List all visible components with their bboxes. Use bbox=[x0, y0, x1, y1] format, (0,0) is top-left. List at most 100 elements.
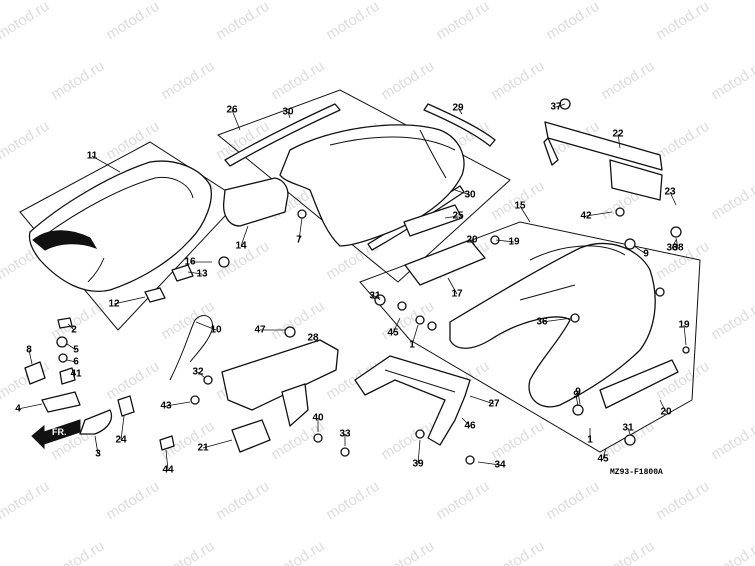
watermark-text: motod.ru bbox=[158, 538, 217, 566]
watermark-text: motod.ru bbox=[708, 178, 755, 224]
watermark-text: motod.ru bbox=[653, 0, 712, 43]
callout-leader bbox=[454, 189, 471, 196]
callout-number: 38 bbox=[666, 243, 678, 254]
callout-number: 16 bbox=[184, 257, 196, 268]
callout-number: 29 bbox=[452, 103, 464, 114]
license-stay-part bbox=[354, 355, 471, 446]
watermark-text: motod.ru bbox=[378, 418, 437, 464]
battery-tray-part bbox=[221, 339, 339, 453]
callout-leader bbox=[617, 133, 621, 149]
callout-leader bbox=[120, 415, 125, 441]
callout-leader bbox=[469, 395, 495, 405]
callout-leader bbox=[555, 103, 566, 108]
callout-number: 10 bbox=[210, 325, 222, 336]
callout-leader bbox=[633, 245, 647, 255]
fasteners bbox=[190, 98, 690, 465]
watermark-text: motod.ru bbox=[0, 358, 52, 404]
callout-leader bbox=[66, 343, 77, 351]
callout-number: 3 bbox=[95, 449, 101, 460]
watermark-text: motod.ru bbox=[48, 58, 107, 104]
callout-leader bbox=[17, 403, 43, 410]
left-hardware bbox=[24, 317, 175, 451]
rubber-pads bbox=[144, 256, 230, 303]
watermark-text: motod.ru bbox=[378, 58, 437, 104]
callout-leader bbox=[675, 237, 679, 249]
callout-number: 42 bbox=[580, 211, 592, 222]
callout-leader bbox=[202, 439, 233, 449]
callout-number: 14 bbox=[235, 241, 247, 252]
callout-leader bbox=[411, 324, 419, 346]
callout-number: 31 bbox=[369, 291, 381, 302]
callout-number: 41 bbox=[70, 369, 82, 380]
watermark-text: motod.ru bbox=[48, 538, 107, 566]
callout-number: 40 bbox=[312, 413, 324, 424]
upper-bracket-part bbox=[543, 121, 663, 201]
watermark-text: motod.ru bbox=[543, 0, 602, 43]
watermark-text: motod.ru bbox=[708, 538, 755, 566]
callout-number: 43 bbox=[160, 401, 172, 412]
watermark-text: motod.ru bbox=[103, 478, 162, 524]
callout-number: 28 bbox=[307, 333, 319, 344]
callout-leader bbox=[541, 317, 573, 323]
callout-leader bbox=[165, 401, 191, 407]
callout-number: 9 bbox=[643, 249, 649, 260]
watermark-text: motod.ru bbox=[433, 0, 492, 43]
callout-leader bbox=[312, 337, 319, 343]
rear-cowl-part bbox=[279, 124, 465, 247]
watermark-text: motod.ru bbox=[213, 478, 272, 524]
watermark-text: motod.ru bbox=[598, 538, 657, 566]
callout-number: 9 bbox=[575, 387, 581, 398]
callout-number: 20 bbox=[466, 235, 478, 246]
watermark-text: motod.ru bbox=[708, 58, 755, 104]
callout-leader bbox=[231, 109, 241, 131]
watermark-text: motod.ru bbox=[103, 358, 162, 404]
callout-leader bbox=[447, 277, 458, 295]
callout-number: 37 bbox=[550, 102, 562, 113]
watermark-text: motod.ru bbox=[708, 298, 755, 344]
callout-leader bbox=[495, 239, 515, 243]
callout-number: 24 bbox=[115, 435, 127, 446]
callout-number: 8 bbox=[26, 345, 32, 356]
watermark-text: motod.ru bbox=[488, 418, 547, 464]
watermark-text: motod.ru bbox=[158, 58, 217, 104]
watermark-text: motod.ru bbox=[103, 0, 162, 43]
callout-leader bbox=[94, 435, 99, 455]
callout-number: 30 bbox=[464, 190, 476, 201]
watermark-text: motod.ru bbox=[378, 538, 437, 566]
callout-number: 20 bbox=[660, 407, 672, 418]
callout-number: 19 bbox=[508, 237, 520, 248]
watermark-text: motod.ru bbox=[653, 478, 712, 524]
callout-leader bbox=[240, 225, 249, 247]
callout-number: 33 bbox=[339, 429, 351, 440]
callout-number: 47 bbox=[254, 325, 266, 336]
side-panel-part bbox=[599, 359, 679, 409]
callout-number: 17 bbox=[451, 289, 463, 300]
callout-number: 11 bbox=[87, 151, 98, 162]
watermark-text: motod.ru bbox=[103, 118, 162, 164]
callout-number: 30 bbox=[282, 107, 294, 118]
callout-leader bbox=[287, 111, 291, 119]
callout-leader bbox=[67, 323, 75, 331]
callout-leader bbox=[627, 427, 631, 435]
callout-number: 23 bbox=[664, 187, 676, 198]
callout-number: 26 bbox=[226, 105, 238, 116]
callout-leader bbox=[585, 211, 613, 217]
callout-leader bbox=[187, 271, 203, 275]
callout-number: 45 bbox=[597, 454, 609, 465]
callout-leader bbox=[477, 461, 501, 466]
callout-leader bbox=[671, 239, 677, 249]
callout-number: 19 bbox=[678, 320, 690, 331]
callout-number: 13 bbox=[196, 269, 208, 280]
callout-number: 38 bbox=[672, 243, 684, 254]
watermark-text: motod.ru bbox=[323, 478, 382, 524]
watermark-text: motod.ru bbox=[543, 478, 602, 524]
seat-part bbox=[28, 160, 212, 292]
callout-number: 46 bbox=[464, 421, 476, 432]
watermark-text: motod.ru bbox=[0, 0, 52, 43]
callout-number: 36 bbox=[536, 317, 548, 328]
callout-number: 34 bbox=[494, 460, 506, 471]
callout-leader bbox=[669, 191, 677, 206]
callout-number: 2 bbox=[71, 325, 77, 336]
watermark-text: motod.ru bbox=[598, 58, 657, 104]
